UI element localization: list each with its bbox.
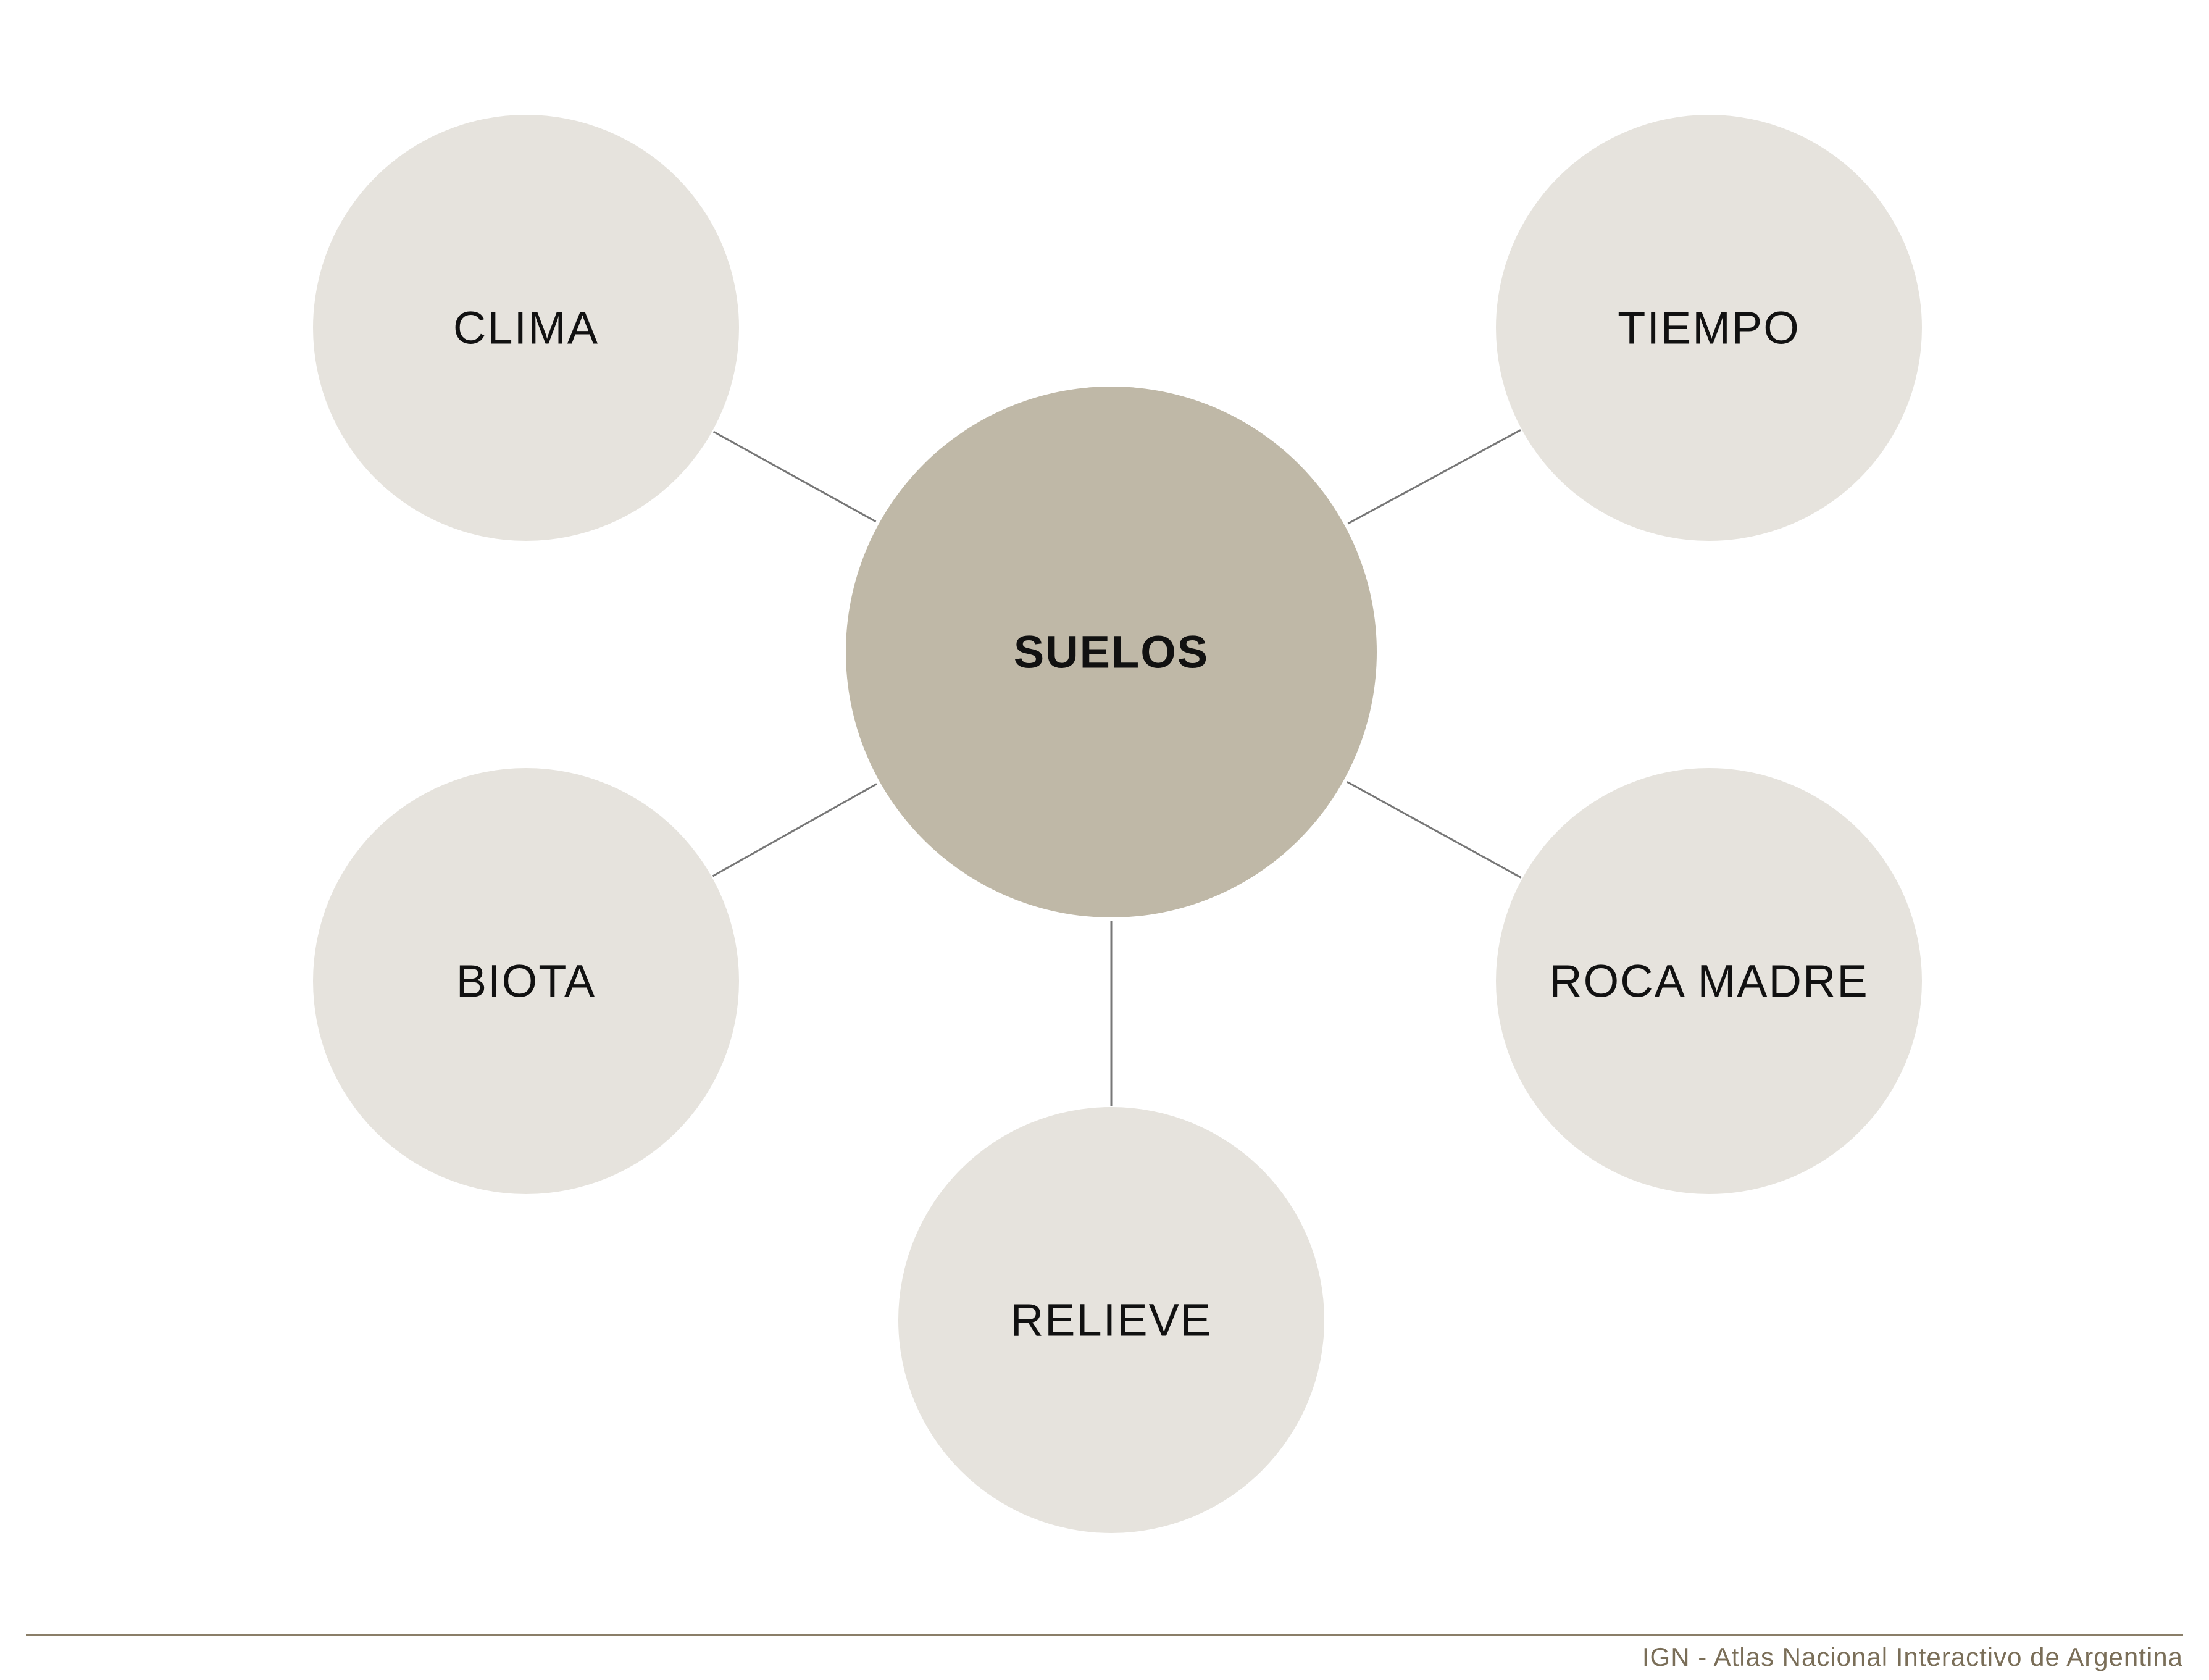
connectors — [712, 429, 1522, 1106]
center-node-suelos — [846, 387, 1377, 917]
connector-clima — [712, 430, 877, 523]
factor-label-tiempo: TIEMPO — [1618, 303, 1800, 354]
connector-biota — [712, 783, 877, 877]
center-node-label: SUELOS — [1014, 627, 1209, 678]
footer-divider — [26, 1634, 2183, 1636]
connector-tiempo — [1347, 429, 1521, 525]
factor-node-tiempo — [1496, 115, 1922, 541]
footer-credit: IGN - Atlas Nacional Interactivo de Arge… — [1642, 1642, 2183, 1671]
factor-node-relieve — [898, 1107, 1324, 1533]
factor-node-biota — [313, 768, 739, 1194]
connector-roca-madre — [1347, 780, 1522, 879]
factor-node-clima — [313, 115, 739, 541]
factor-label-relieve: RELIEVE — [1011, 1295, 1213, 1346]
factor-label-roca-madre: ROCA MADRE — [1549, 956, 1869, 1007]
factor-label-clima: CLIMA — [453, 303, 599, 354]
factor-label-biota: BIOTA — [456, 956, 596, 1007]
factor-node-roca-madre — [1496, 768, 1922, 1194]
nodes: SUELOS CLIMA TIEMPO BIOTA ROCA MADRE RELIEVE — [313, 115, 1922, 1533]
